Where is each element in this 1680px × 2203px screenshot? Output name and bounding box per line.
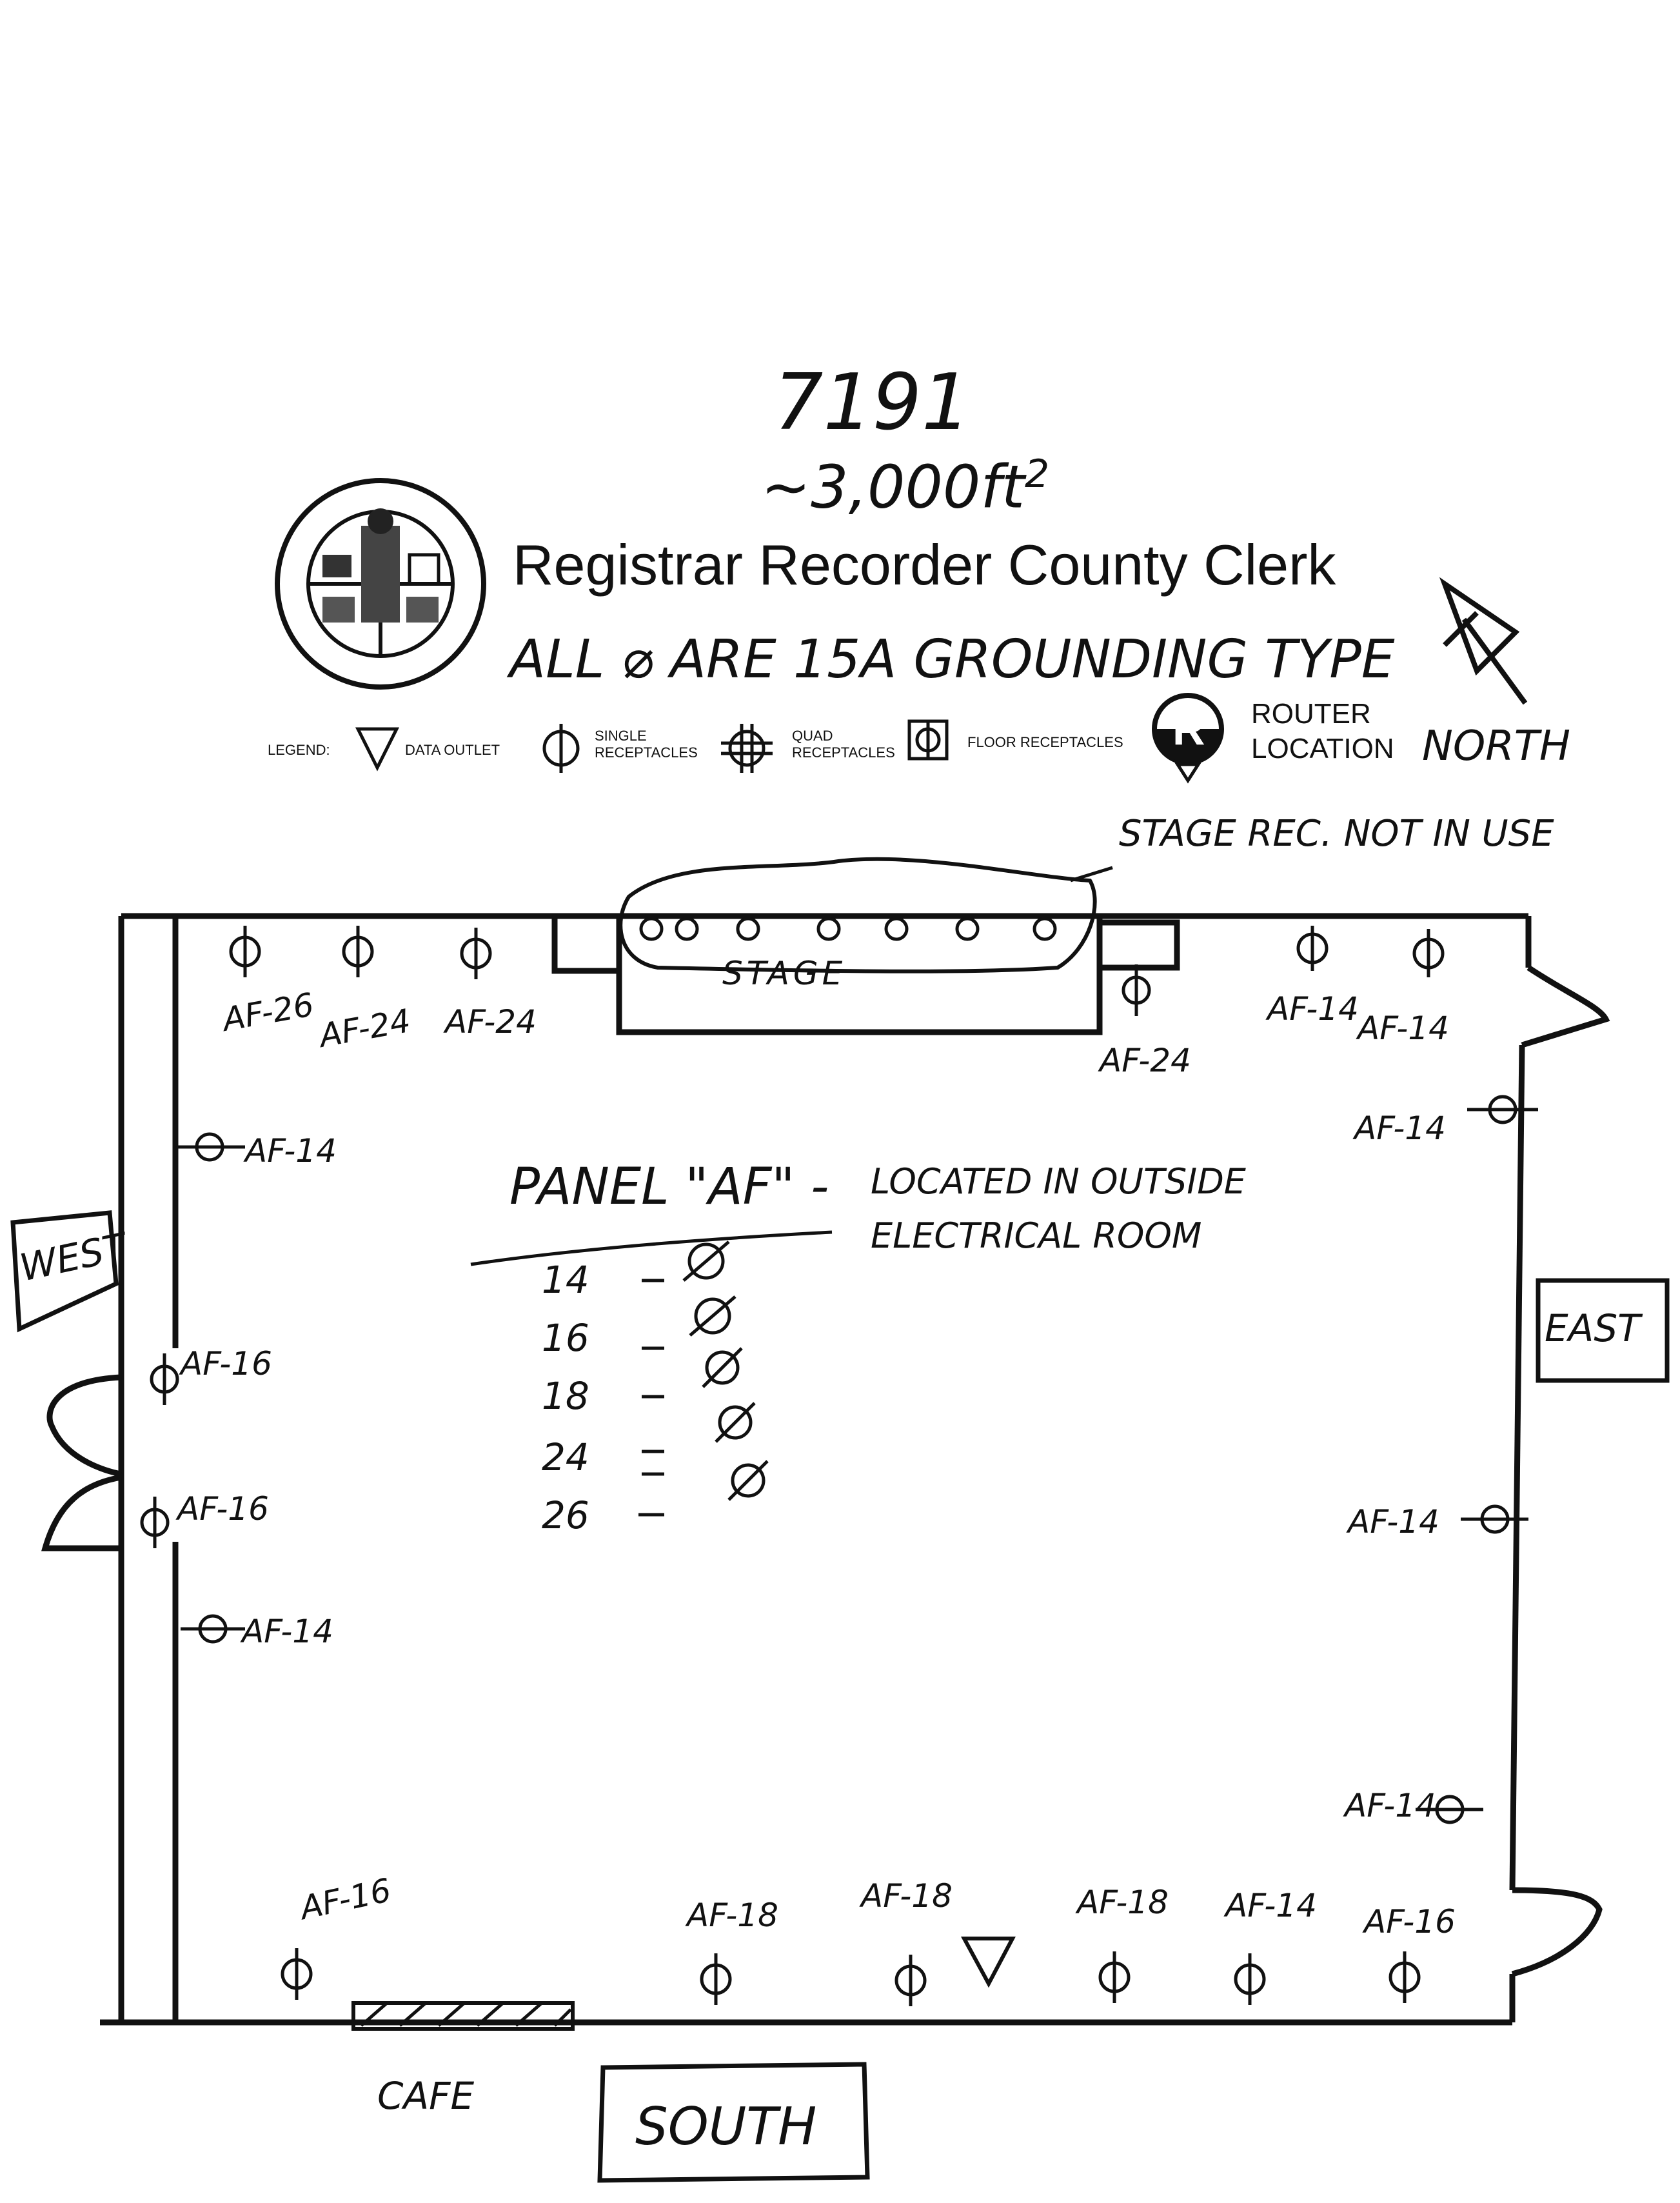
outlet-label: AF-14 xyxy=(1358,1010,1449,1047)
data-outlet-icon xyxy=(960,1937,1016,1988)
county-seal-icon xyxy=(275,478,486,690)
east-label: EAST xyxy=(1545,1306,1641,1350)
panel-circuit: 18 xyxy=(542,1374,589,1418)
outlet-label: AF-24 xyxy=(445,1003,537,1041)
outlet-label: AF-18 xyxy=(1077,1884,1169,1921)
site-number: 7191 xyxy=(774,358,971,448)
panel-schedule-drawing xyxy=(470,1230,833,1517)
cafe-label: CAFE xyxy=(377,2074,475,2118)
area-annotation: ~3,000ft2 xyxy=(761,452,1050,522)
outlet-label: AF-18 xyxy=(687,1897,778,1934)
legend-label: LEGEND: xyxy=(268,742,330,758)
panel-circuit: 16 xyxy=(542,1316,589,1360)
outlet-label: AF-14 xyxy=(242,1613,333,1650)
panel-circuit: 26 xyxy=(542,1493,589,1537)
page-title: Registrar Recorder County Clerk xyxy=(513,533,1336,597)
north-arrow-icon xyxy=(1439,577,1528,705)
north-label: NORTH xyxy=(1422,723,1570,770)
outlet-label: AF-14 xyxy=(245,1132,337,1170)
outlet-label: AF-14 xyxy=(1348,1503,1439,1540)
panel-title: PANEL "AF" - xyxy=(509,1158,829,1216)
outlet-label: AF-14 xyxy=(1345,1787,1436,1824)
outlet-label: AF-24 xyxy=(1100,1042,1191,1079)
outlet-label: AF-14 xyxy=(1354,1110,1446,1147)
panel-circuit: 14 xyxy=(542,1258,589,1302)
quad-receptacle-legend-icon xyxy=(728,730,766,767)
floor-receptacle-legend-icon xyxy=(907,719,949,761)
data-outlet-legend-icon xyxy=(355,727,400,772)
legend-data-outlet-label: DATA OUTLET xyxy=(405,742,500,758)
legend-floor-receptacle-label: FLOOR RECEPTACLES xyxy=(967,734,1123,750)
south-label: SOUTH xyxy=(635,2097,817,2157)
router-symbol-letter: R xyxy=(1172,704,1205,754)
legend-symbols xyxy=(355,719,949,773)
stage-receptacle-note: STAGE REC. NOT IN USE xyxy=(1119,813,1554,855)
receptacle-symbols xyxy=(140,917,1538,2006)
outlet-label: AF-16 xyxy=(181,1345,272,1382)
panel-circuit: 24 xyxy=(542,1435,589,1479)
legend-single-receptacle-label: SINGLE RECEPTACLES xyxy=(595,728,698,761)
outlet-label: AF-14 xyxy=(1267,990,1359,1028)
grounding-note: ALL ⌀ ARE 15A GROUNDING TYPE xyxy=(509,629,1395,690)
room-walls xyxy=(10,857,1670,2183)
stage-label: STAGE xyxy=(722,955,847,992)
outlet-label: AF-18 xyxy=(861,1877,953,1915)
outlet-label: AF-16 xyxy=(177,1490,269,1528)
legend-quad-receptacle-label: QUAD RECEPTACLES xyxy=(792,728,895,761)
outlet-label: AF-16 xyxy=(1364,1903,1456,1940)
outlet-label: AF-14 xyxy=(1225,1887,1317,1924)
router-icon xyxy=(1152,693,1224,784)
